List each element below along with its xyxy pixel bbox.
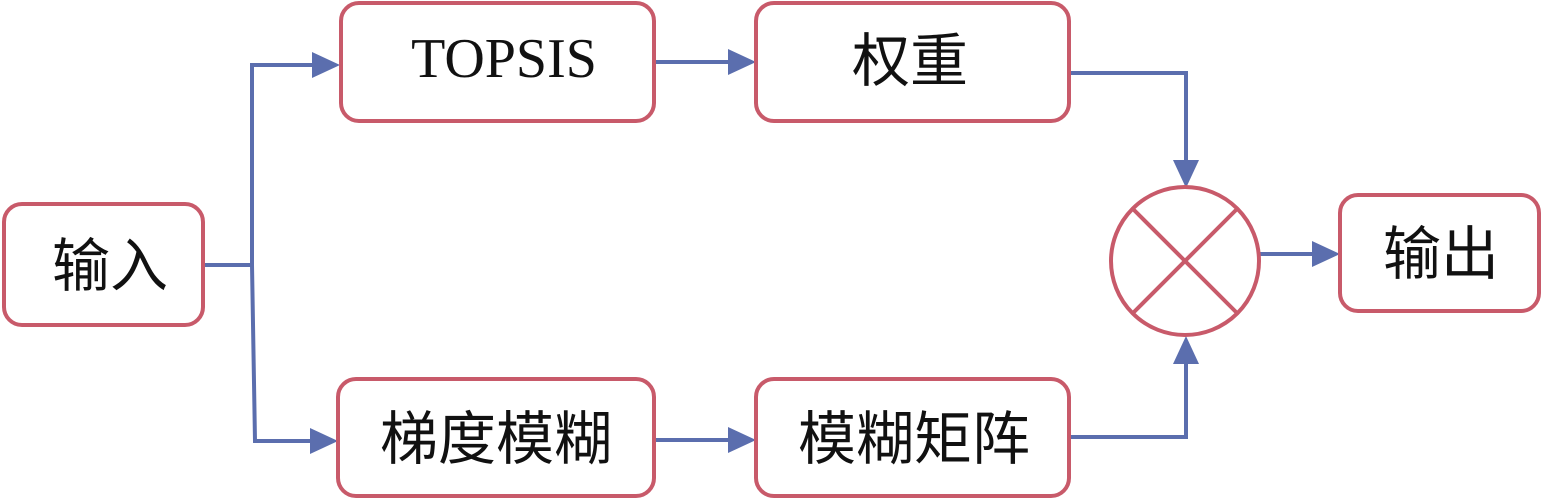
- node-output: 输出: [1338, 193, 1541, 313]
- node-blur-matrix-label: 模糊矩阵: [798, 405, 1030, 473]
- edge-weight-operator: [1070, 71, 1188, 162]
- edge-blur-matrix-operator: [1070, 362, 1188, 439]
- arrow-to-gradient-blur: [310, 428, 338, 454]
- node-gradient-blur-label: 梯度模糊: [380, 405, 612, 473]
- node-topsis: TOPSIS: [339, 1, 656, 123]
- node-weight-label: 权重: [852, 27, 968, 95]
- arrow-matrix-to-operator: [1173, 336, 1199, 364]
- node-blur-matrix: 模糊矩阵: [754, 377, 1071, 498]
- node-topsis-label: TOPSIS: [411, 28, 597, 90]
- node-input: 输入: [2, 202, 205, 327]
- arrow-to-output: [1312, 241, 1340, 267]
- node-output-label: 输出: [1383, 220, 1499, 288]
- arrow-to-weight: [728, 49, 756, 75]
- multiply-circle-icon: [1109, 185, 1261, 337]
- arrow-to-blur-matrix: [728, 427, 756, 453]
- node-weight: 权重: [754, 1, 1071, 123]
- edge-input-gradient-blur: [250, 264, 312, 443]
- arrow-to-topsis: [312, 52, 340, 78]
- node-input-label: 输入: [52, 232, 168, 300]
- node-gradient-blur: 梯度模糊: [336, 377, 656, 498]
- connectors: [204, 49, 1340, 454]
- edge-input-topsis: [250, 63, 314, 265]
- arrow-weight-to-operator: [1173, 160, 1199, 188]
